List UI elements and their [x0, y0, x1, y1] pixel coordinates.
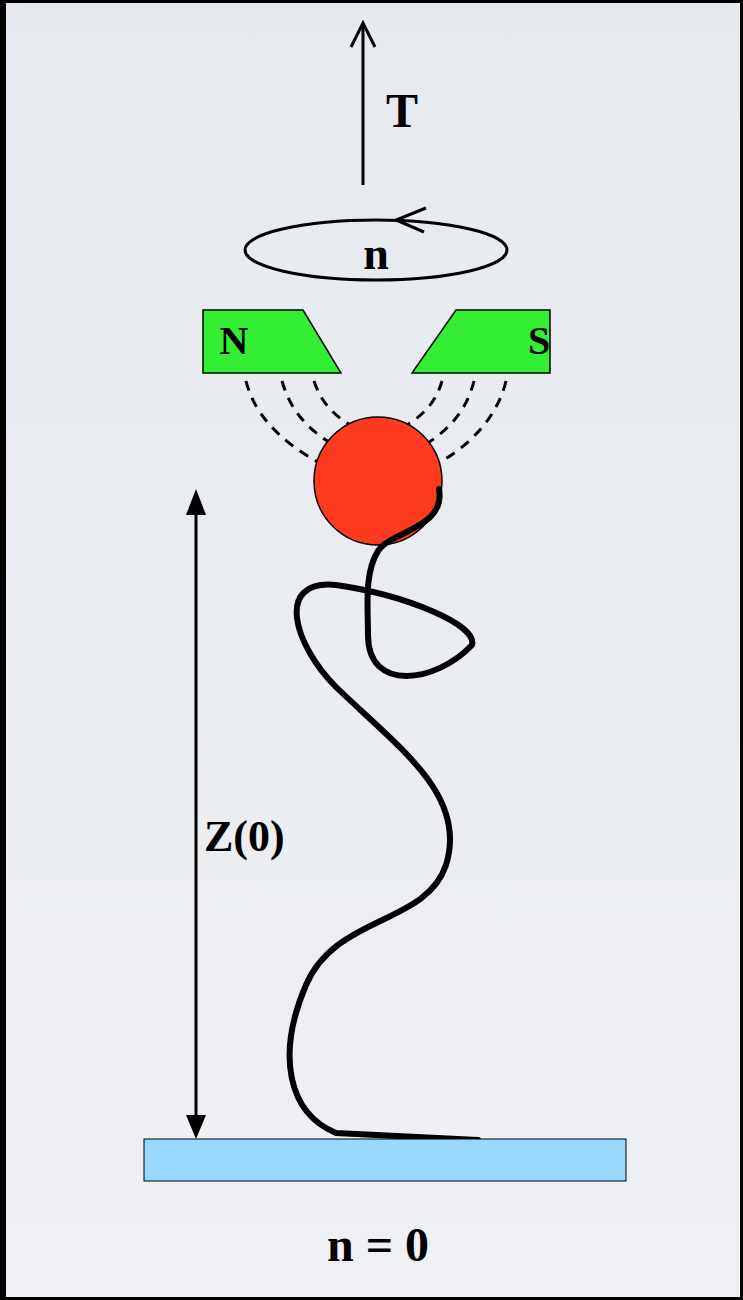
arrow-head — [351, 23, 375, 47]
dimension-line — [195, 503, 198, 1127]
node-label: n — [363, 231, 389, 277]
turns-label: n = 0 — [327, 1221, 429, 1269]
node-label: N — [220, 321, 249, 361]
force-label: T — [386, 87, 418, 135]
node-label: S — [528, 321, 550, 361]
magnet-south: S — [406, 307, 552, 375]
magnet-north-outline — [197, 307, 343, 375]
surface — [144, 1139, 626, 1181]
rotation-ellipse: n — [243, 218, 509, 282]
magnet-north: N — [197, 307, 343, 375]
extension-label: Z(0) — [204, 815, 285, 859]
dna-molecule — [290, 489, 478, 1140]
arrow-head — [186, 1115, 206, 1139]
force-arrow — [362, 27, 365, 185]
arrow-head — [186, 489, 206, 515]
illustration — [6, 3, 743, 1300]
